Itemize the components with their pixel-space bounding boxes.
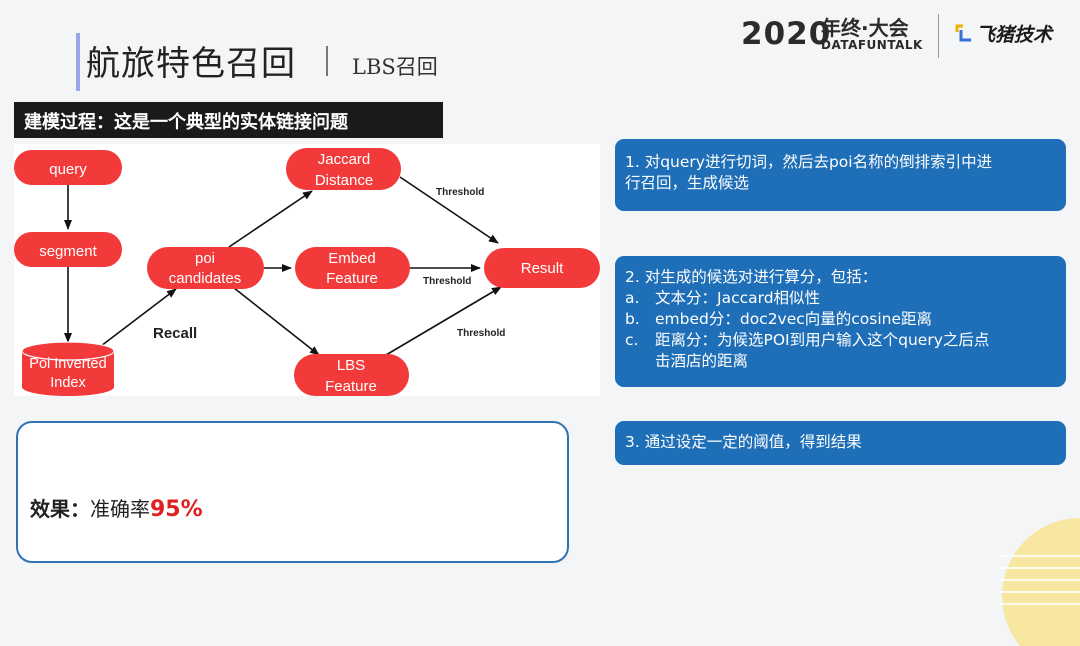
node-jaccard-label-1: Jaccard xyxy=(318,151,371,168)
step-2-item-c-marker: c. xyxy=(625,331,639,349)
step-2-item-b-text: embed分：doc2vec向量的cosine距离 xyxy=(655,310,933,328)
arrow-index-poi xyxy=(100,288,177,347)
arrow-poi-lbs xyxy=(228,283,320,356)
node-lbs-label-1: LBS xyxy=(337,357,365,374)
title-divider xyxy=(326,46,328,76)
threshold-label-top: Threshold xyxy=(436,187,484,198)
node-query: query xyxy=(14,150,122,185)
step-2-item-c-line-2: 击酒店的距离 xyxy=(655,352,749,370)
result-value: 95% xyxy=(150,497,203,522)
arrow-poi-jaccard xyxy=(228,190,313,248)
logo-divider xyxy=(938,14,939,58)
node-index-label-2: Index xyxy=(50,375,86,391)
node-query-label: query xyxy=(49,161,87,178)
page-title: 航旅特色召回 xyxy=(86,44,296,84)
brand-logo-text: 飞猪技术 xyxy=(976,24,1053,46)
node-poi-label-1: poi xyxy=(195,250,215,267)
result-label: 效果 xyxy=(30,497,70,521)
modeling-banner-text: 建模过程：这是一个典型的实体链接问题 xyxy=(24,112,348,133)
step-2-box: 2. 对生成的候选对进行算分，包括： a. 文本分：Jaccard相似性 b. … xyxy=(615,256,1066,387)
node-embed-label-2: Feature xyxy=(326,270,378,287)
step-2-intro: 2. 对生成的候选对进行算分，包括： xyxy=(625,268,878,286)
step-3-box: 3. 通过设定一定的阈值，得到结果 xyxy=(615,421,1066,465)
step-1-line-2: 行召回，生成候选 xyxy=(625,174,750,192)
step-2-item-a-marker: a. xyxy=(625,289,640,307)
node-index-label-1: Poi Inverted xyxy=(29,356,106,372)
node-segment-label: segment xyxy=(39,243,97,260)
arrow-lbs-result xyxy=(385,286,502,356)
arrow-jaccard-result xyxy=(399,176,499,244)
node-segment: segment xyxy=(14,232,122,267)
node-poi-inverted-index: Poi Inverted Index xyxy=(21,341,115,396)
title-accent-bar xyxy=(76,33,80,91)
event-logo-en: DATAFUNTALK xyxy=(821,38,923,52)
step-3-text: 3. 通过设定一定的阈值，得到结果 xyxy=(625,433,862,451)
brand-logo-icon xyxy=(955,24,971,42)
step-2-item-a-text: 文本分：Jaccard相似性 xyxy=(655,289,821,307)
event-logo-cn: 年终·大会 xyxy=(821,16,909,40)
result-colon: ： xyxy=(70,497,90,521)
node-result: Result xyxy=(484,248,600,288)
threshold-label-bottom: Threshold xyxy=(457,328,505,339)
threshold-label-middle: Threshold xyxy=(423,276,471,287)
page-subtitle: LBS召回 xyxy=(352,55,438,79)
step-2-item-b: b. embed分：doc2vec向量的cosine距离 xyxy=(625,309,1056,330)
result-metric: 准确率 xyxy=(90,497,150,521)
node-jaccard-distance: Jaccard Distance xyxy=(286,148,401,190)
diagram-canvas: query segment Poi Inverted Index poi can… xyxy=(14,148,600,396)
node-embed-label-1: Embed xyxy=(328,250,376,267)
node-lbs-label-2: Feature xyxy=(325,378,377,395)
node-jaccard-label-2: Distance xyxy=(315,172,373,189)
node-embed-feature: Embed Feature xyxy=(295,247,410,289)
event-logo-year: 2020 xyxy=(741,16,832,52)
corner-decoration xyxy=(1000,518,1080,646)
step-2-item-c: c. 距离分：为候选POI到用户输入这个query之后点 击酒店的距离 xyxy=(625,330,1056,372)
modeling-banner: 建模过程：这是一个典型的实体链接问题 xyxy=(14,102,443,138)
step-2-item-b-marker: b. xyxy=(625,310,640,328)
node-result-label: Result xyxy=(521,260,564,277)
step-2-item-c-line-1: 距离分：为候选POI到用户输入这个query之后点 xyxy=(655,331,990,349)
node-poi-label-2: candidates xyxy=(169,270,242,287)
step-2-item-c-text: 距离分：为候选POI到用户输入这个query之后点 击酒店的距离 xyxy=(655,330,989,372)
node-lbs-feature: LBS Feature xyxy=(294,354,409,396)
node-poi-candidates: poi candidates xyxy=(147,247,264,289)
entity-linking-diagram: query segment Poi Inverted Index poi can… xyxy=(14,144,600,396)
result-box: 效果：准确率95% xyxy=(16,421,569,563)
step-2-item-a: a. 文本分：Jaccard相似性 xyxy=(625,288,1056,309)
recall-label: Recall xyxy=(153,325,197,342)
step-1-box: 1. 对query进行切词，然后去poi名称的倒排索引中进 行召回，生成候选 xyxy=(615,139,1066,211)
step-1-line-1: 1. 对query进行切词，然后去poi名称的倒排索引中进 xyxy=(625,153,993,171)
result-text: 效果：准确率95% xyxy=(30,493,203,522)
